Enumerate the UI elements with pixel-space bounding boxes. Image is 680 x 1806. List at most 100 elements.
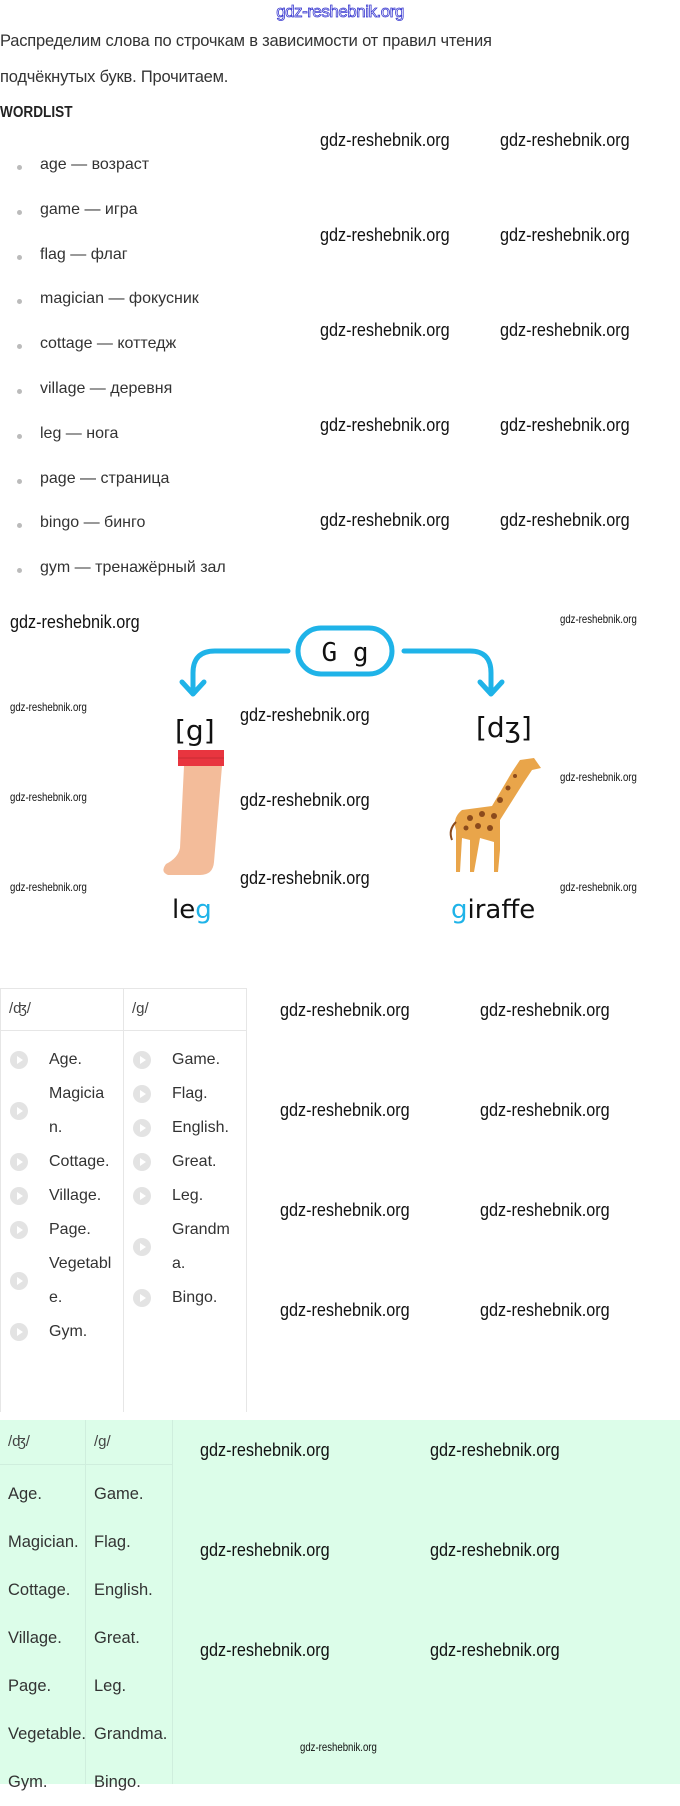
wordlist-item-text: game — игра <box>40 200 138 218</box>
wordlist-item-text: page — страница <box>40 469 170 487</box>
watermark-text: gdz-reshebnik.org <box>320 510 450 530</box>
play-icon[interactable] <box>133 1153 151 1171</box>
audio-word: Magician. <box>49 1085 105 1136</box>
answer-cell: Village. <box>8 1629 62 1647</box>
answer-cell: Age. <box>8 1485 42 1503</box>
audio-row: English. <box>124 1111 246 1145</box>
column-header: /g/ <box>124 989 246 1031</box>
answer-cell: Leg. <box>94 1677 127 1695</box>
watermark-text: gdz-reshebnik.org <box>480 1200 610 1220</box>
wordlist-item-text: flag — флаг <box>40 245 128 263</box>
play-icon[interactable] <box>133 1289 151 1307</box>
watermark-text: gdz-reshebnik.org <box>200 1540 330 1560</box>
right-sound: [dʒ] <box>476 711 532 744</box>
answer-cell: English. <box>94 1581 153 1599</box>
play-icon[interactable] <box>133 1119 151 1137</box>
watermark-text: gdz-reshebnik.org <box>480 1100 610 1120</box>
giraffe-word: giraffe <box>451 895 535 925</box>
top-watermark-link[interactable]: gdz-reshebnik.org <box>276 2 405 22</box>
audio-column-dz: /ʤ/ Age.Magician.Cottage.Village.Page.Ve… <box>1 989 124 1412</box>
answer-cell: Magician. <box>8 1533 79 1551</box>
watermark-text: gdz-reshebnik.org <box>280 1200 410 1220</box>
wordlist-item-text: magician — фокусник <box>40 290 199 308</box>
letter-label: G g <box>322 638 369 668</box>
audio-word: Flag. <box>172 1085 208 1102</box>
audio-word: Great. <box>172 1153 217 1170</box>
bullet-icon <box>17 433 22 439</box>
bullet-icon <box>17 388 22 394</box>
left-arrow-icon <box>179 648 291 697</box>
watermark-text: gdz-reshebnik.org <box>560 770 637 784</box>
watermark-text: gdz-reshebnik.org <box>560 880 637 894</box>
play-icon[interactable] <box>10 1153 28 1171</box>
watermark-text: gdz-reshebnik.org <box>500 225 630 245</box>
watermark-text: gdz-reshebnik.org <box>280 1100 410 1120</box>
audio-word: Page. <box>49 1221 91 1238</box>
watermark-text: gdz-reshebnik.org <box>240 705 370 725</box>
answer-cell: Flag. <box>94 1533 131 1551</box>
watermark-text: gdz-reshebnik.org <box>560 612 637 626</box>
wordlist-item-text: leg — нога <box>40 424 119 442</box>
watermark-text: gdz-reshebnik.org <box>320 320 450 340</box>
play-icon[interactable] <box>10 1051 28 1069</box>
watermark-text: gdz-reshebnik.org <box>500 130 630 150</box>
bullet-icon <box>17 165 22 170</box>
audio-row: Bingo. <box>124 1281 246 1315</box>
column-header: /ʤ/ <box>1 989 123 1031</box>
leg-word: leg <box>172 895 212 925</box>
answer-cell: Cottage. <box>8 1581 71 1599</box>
bullet-icon <box>17 523 22 529</box>
play-icon[interactable] <box>10 1221 28 1239</box>
watermark-text: gdz-reshebnik.org <box>430 1440 560 1460</box>
g-sound-diagram: G g [g] [dʒ] leg giraffe <box>163 625 541 925</box>
watermark-text: gdz-reshebnik.org <box>430 1640 560 1660</box>
leg-image <box>163 750 224 875</box>
column-header: /g/ <box>86 1420 172 1465</box>
audio-word: Bingo. <box>172 1289 218 1306</box>
play-icon[interactable] <box>10 1272 28 1290</box>
audio-row: Great. <box>124 1145 246 1179</box>
play-icon[interactable] <box>133 1187 151 1205</box>
audio-word: Game. <box>172 1051 221 1068</box>
giraffe-image <box>449 758 541 872</box>
audio-word: Vegetable. <box>49 1255 112 1306</box>
audio-row: Cottage. <box>1 1145 123 1179</box>
leg-word-prefix: le <box>172 895 195 925</box>
watermark-text: gdz-reshebnik.org <box>320 130 450 150</box>
audio-word: Leg. <box>172 1187 204 1204</box>
audio-word: Age. <box>49 1051 82 1068</box>
audio-row: Leg. <box>124 1179 246 1213</box>
watermark-text: gdz-reshebnik.org <box>240 790 370 810</box>
bullet-icon <box>17 209 22 215</box>
answer-cell: Bingo. <box>94 1773 141 1791</box>
bullet-icon <box>17 344 22 350</box>
wordlist-item-text: village — деревня <box>40 379 173 397</box>
intro-line-1: Распределим слова по строчкам в зависимо… <box>0 32 492 50</box>
audio-row: Flag. <box>124 1077 246 1111</box>
answer-cell: Grandma. <box>94 1725 168 1743</box>
watermark-text: gdz-reshebnik.org <box>500 415 630 435</box>
wordlist-title: WORDLIST <box>0 104 73 121</box>
answer-cell: Great. <box>94 1629 140 1647</box>
audio-column-g: /g/ Game.Flag.English.Great.Leg.Grandma.… <box>124 989 246 1412</box>
letter-bubble <box>295 625 395 677</box>
bullet-icon <box>17 568 22 574</box>
play-icon[interactable] <box>10 1102 28 1120</box>
play-icon[interactable] <box>10 1323 28 1341</box>
watermark-text: gdz-reshebnik.org <box>480 1300 610 1320</box>
play-icon[interactable] <box>133 1238 151 1256</box>
watermark-text: gdz-reshebnik.org <box>10 612 140 632</box>
watermark-text: gdz-reshebnik.org <box>10 880 87 894</box>
wordlist-item-text: gym — тренажёрный зал <box>40 559 226 577</box>
play-icon[interactable] <box>133 1085 151 1103</box>
audio-row: Gym. <box>1 1315 123 1349</box>
wordlist-item-text: bingo — бинго <box>40 514 146 532</box>
answer-table: /ʤ/ Age.Magician.Cottage.Village.Page.Ve… <box>0 1420 680 1791</box>
giraffe-word-highlight: g <box>451 895 468 925</box>
answer-cell: Gym. <box>8 1773 48 1791</box>
play-icon[interactable] <box>133 1051 151 1069</box>
answer-cell: Vegetable. <box>8 1725 86 1743</box>
left-sound: [g] <box>175 714 215 747</box>
play-icon[interactable] <box>10 1187 28 1205</box>
watermark-text: gdz-reshebnik.org <box>430 1540 560 1560</box>
